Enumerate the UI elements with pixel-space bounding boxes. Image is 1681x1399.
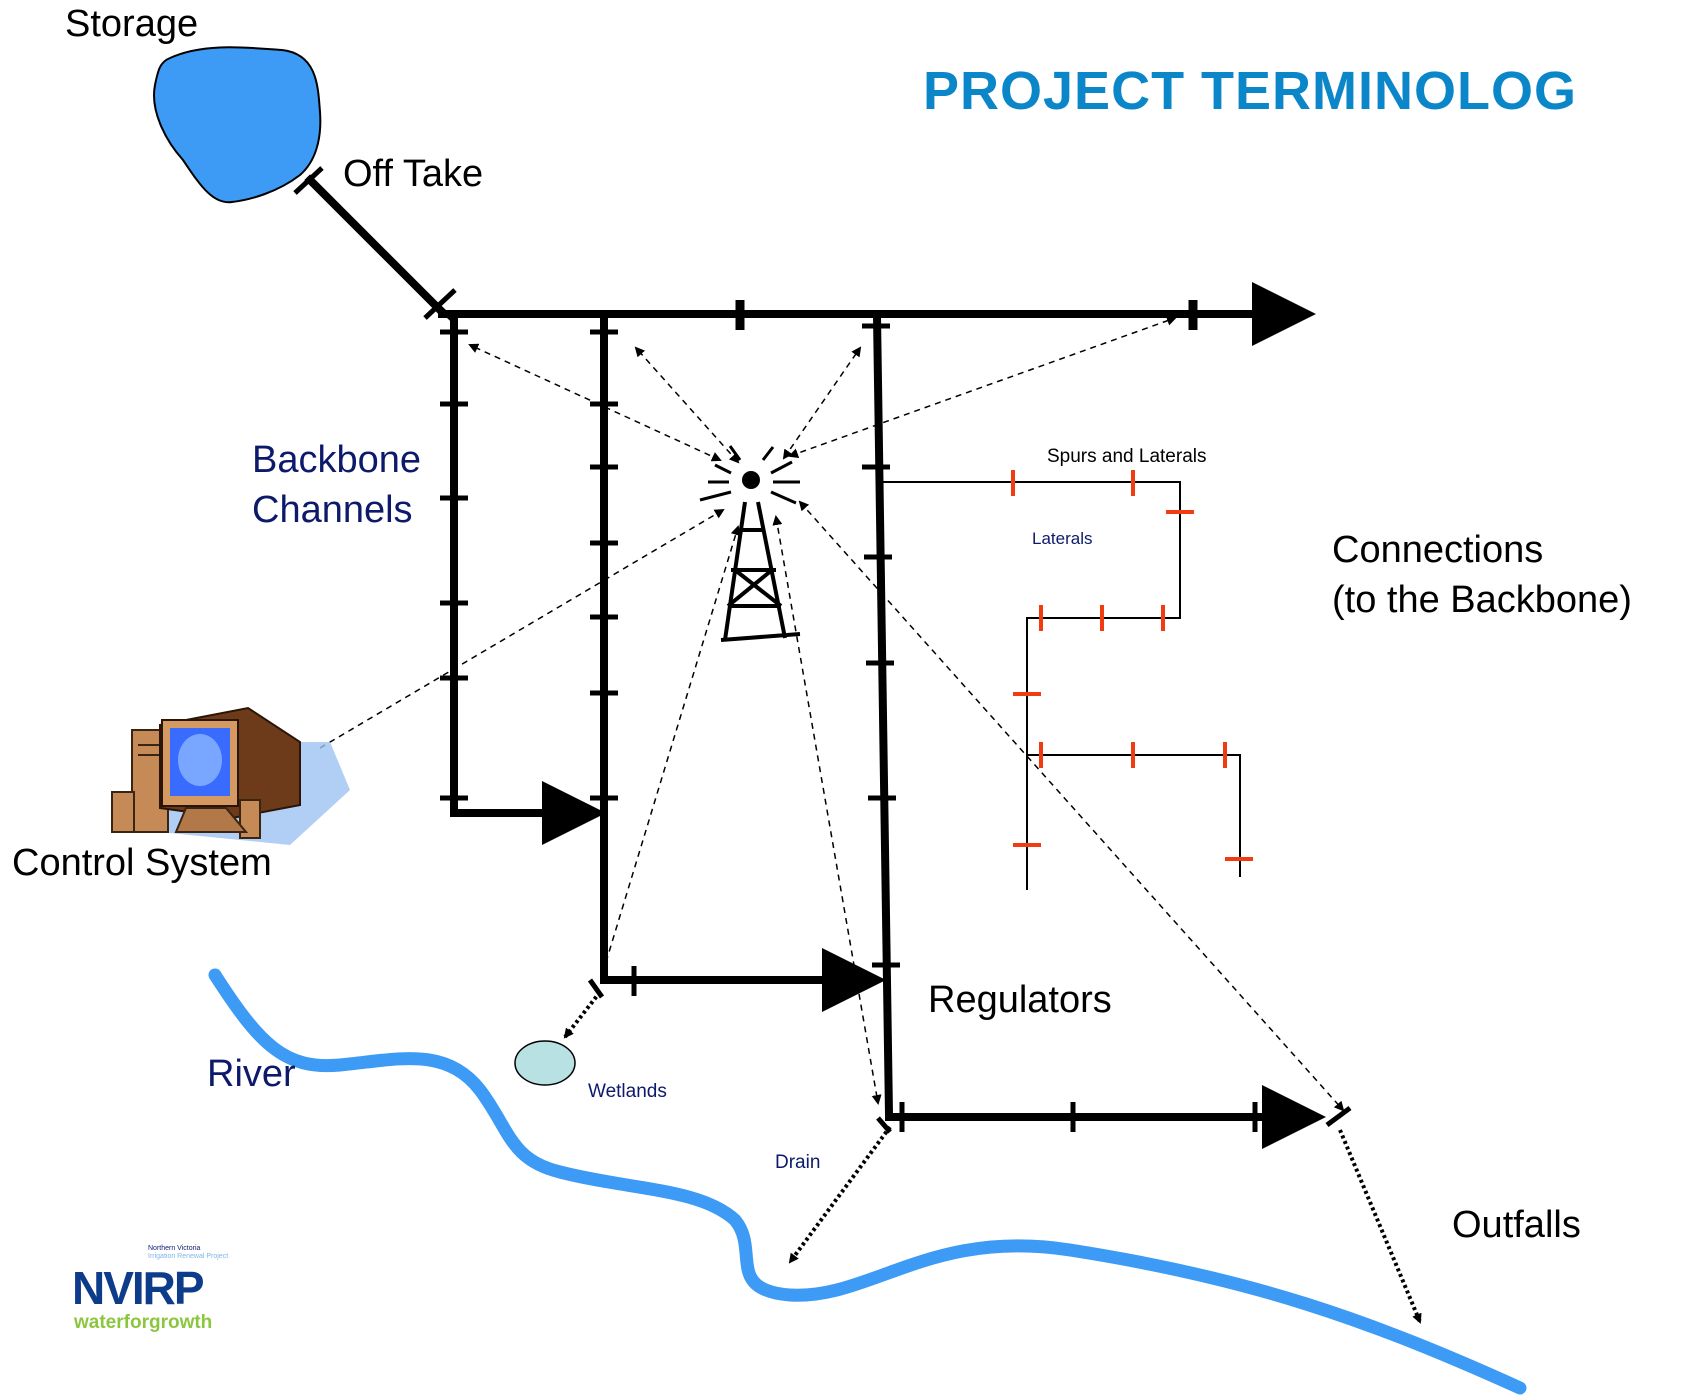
laterals-label: Laterals bbox=[1032, 529, 1093, 548]
telemetry-links bbox=[319, 315, 1345, 1112]
logo-small-text-1: Northern Victoria bbox=[148, 1245, 201, 1252]
backbone-channels bbox=[304, 174, 1326, 1149]
off-take-label: Off Take bbox=[343, 153, 484, 195]
connections-label-line1: Connections bbox=[1332, 529, 1544, 571]
backbone-label-line1: Backbone bbox=[252, 439, 422, 481]
outfall-links bbox=[563, 990, 1422, 1324]
backbone-label-line2: Channels bbox=[252, 489, 413, 531]
storage-lake bbox=[153, 46, 322, 204]
computer-icon bbox=[111, 706, 350, 845]
wetlands-label: Wetlands bbox=[588, 1081, 667, 1102]
logo-small-text-2: Irrigation Renewal Project bbox=[148, 1253, 229, 1260]
drain-label: Drain bbox=[775, 1152, 821, 1173]
spurs-laterals-label: Spurs and Laterals bbox=[1047, 446, 1207, 467]
wetlands-pond bbox=[514, 1040, 576, 1086]
connections-label-line2: (to the Backbone) bbox=[1332, 579, 1632, 621]
radio-tower-icon bbox=[699, 445, 801, 642]
regulator-ticks bbox=[293, 166, 1352, 1134]
page-title: PROJECT TERMINOLOG bbox=[923, 61, 1578, 121]
outfalls-label: Outfalls bbox=[1452, 1204, 1581, 1246]
river-label: River bbox=[207, 1053, 296, 1095]
control-system-label: Control System bbox=[12, 842, 272, 884]
logo-brand: NVIRP bbox=[72, 1262, 205, 1314]
nvirp-logo: Northern Victoria Irrigation Renewal Pro… bbox=[70, 1245, 240, 1335]
regulators-label: Regulators bbox=[928, 979, 1112, 1021]
logo-tagline: waterforgrowth bbox=[74, 1312, 213, 1333]
river bbox=[208, 968, 1527, 1395]
storage-label: Storage bbox=[65, 3, 199, 45]
